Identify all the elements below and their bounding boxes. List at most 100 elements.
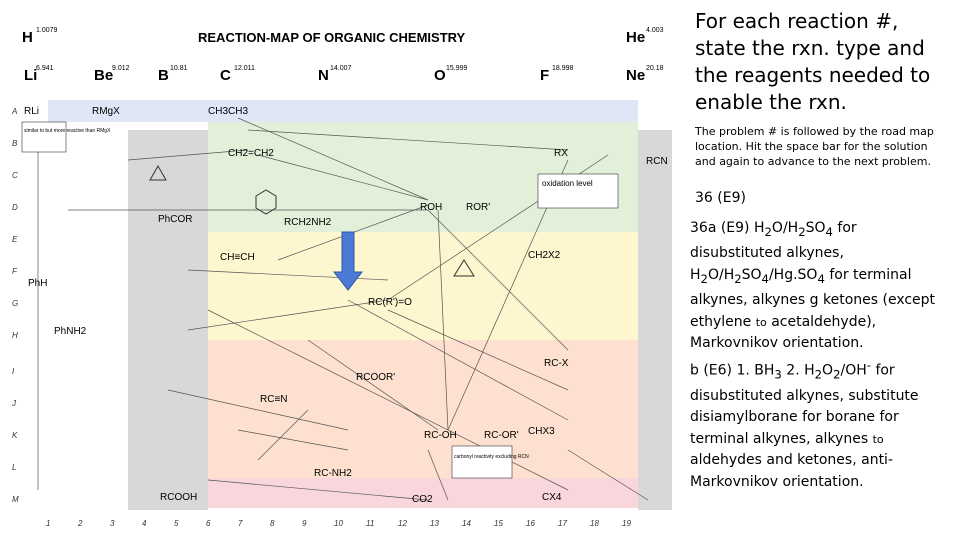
compound-rch2nh2: RCH2NH2: [284, 217, 332, 228]
compound-ror: ROR': [466, 202, 490, 213]
element-c: C: [220, 67, 231, 84]
instructions-text: The problem # is followed by the road ma…: [695, 124, 950, 169]
column-number: 3: [110, 519, 115, 528]
compound-ch2x2: CH2X2: [528, 250, 561, 261]
column-number: 6: [206, 519, 211, 528]
answer-a-prefix: 36a (E9) H: [690, 220, 765, 236]
carbonyl-box-text: carbonyl reactivity excluding RCN: [454, 454, 529, 460]
compound-rcho: RC(R')=O: [368, 297, 412, 308]
carbonyl-box: [452, 446, 512, 478]
band-yellow: [208, 232, 638, 340]
problem-number: 36 (E9): [695, 190, 746, 206]
element-c-mass: 12.011: [234, 65, 255, 72]
compound-phnh2: PhNH2: [54, 326, 87, 337]
column-number: 5: [174, 519, 179, 528]
oxidation-box-text: oxidation level: [542, 179, 593, 188]
compound-rcor: RC-OR': [484, 430, 519, 441]
column-number: 7: [238, 519, 243, 528]
compound-roh: ROH: [420, 202, 442, 213]
compound-phcor: PhCOR: [158, 214, 192, 225]
answer-a-to: to: [756, 316, 767, 329]
panel-gray-right: [638, 130, 672, 510]
row-letter-l: L: [12, 463, 16, 472]
compound-rx: RX: [554, 148, 568, 159]
element-b: B: [158, 67, 169, 84]
row-letter-a: A: [11, 107, 17, 116]
compound-rcooh: RCOOH: [160, 492, 197, 503]
compound-rcoh: RC-OH: [424, 430, 457, 441]
compound-ethene: CH2=CH2: [228, 148, 274, 159]
band-salmon: [208, 340, 638, 478]
element-he-mass: 4.003: [646, 27, 664, 34]
answer-a-line: O/H: [772, 220, 798, 236]
answer-b-two: 2. H: [786, 362, 814, 378]
element-h-mass: 1.0079: [36, 27, 58, 34]
element-b-mass: 10.81: [170, 65, 188, 72]
element-ne: Ne: [626, 67, 645, 84]
column-number: 18: [590, 519, 599, 528]
compound-rcoor: RCOOR': [356, 372, 395, 383]
element-o: O: [434, 67, 446, 84]
column-number: 16: [526, 519, 535, 528]
compound-rcn: RCN: [646, 156, 668, 167]
element-f: F: [540, 67, 549, 84]
answer-a-so4: SO: [806, 220, 826, 236]
compound-cx4: CX4: [542, 492, 562, 503]
element-li-mass: 6.941: [36, 65, 54, 72]
answer-b-prefix: b (E6) 1. BH: [690, 362, 774, 378]
answer-b: b (E6) 1. BH3 2. H2O2/OH- for disubstitu…: [690, 355, 952, 493]
column-number: 19: [622, 519, 631, 528]
row-letter-k: K: [12, 431, 18, 440]
element-be: Be: [94, 67, 113, 84]
band-blue: [48, 100, 638, 122]
element-he: He: [626, 29, 645, 46]
map-title: REACTION-MAP OF ORGANIC CHEMISTRY: [198, 30, 466, 45]
compound-rcx: RC-X: [544, 358, 569, 369]
similar-box-text: similar to but more reactive than RMgX: [24, 128, 111, 134]
similar-box: [22, 122, 66, 152]
element-n-mass: 14.007: [330, 65, 352, 72]
element-ne-mass: 20.18: [646, 65, 664, 72]
row-letter-d: D: [12, 203, 18, 212]
panel-gray-left: [128, 130, 208, 510]
row-letter-g: G: [12, 299, 18, 308]
answer-b-rest: aldehydes and ketones, anti-Markovnikov …: [690, 452, 893, 490]
element-f-mass: 18.998: [552, 65, 574, 72]
answer-a: 36a (E9) H2O/H2SO4 for disubstituted alk…: [690, 218, 952, 355]
column-number: 8: [270, 519, 275, 528]
column-number: 4: [142, 519, 147, 528]
element-o-mass: 15.999: [446, 65, 468, 72]
column-number: 14: [462, 519, 471, 528]
element-h: H: [22, 29, 33, 46]
answer-a-arrow: g: [810, 292, 819, 308]
row-letter-c: C: [12, 171, 18, 180]
answer-b-to: to: [873, 433, 884, 446]
column-number: 10: [334, 519, 343, 528]
compound-rcn-triple: RC≡N: [260, 394, 288, 405]
row-letter-e: E: [12, 235, 18, 244]
reaction-map: REACTION-MAP OF ORGANIC CHEMISTRY H He L…: [8, 10, 672, 530]
column-number: 17: [558, 519, 567, 528]
compound-rli: RLi: [24, 106, 39, 117]
column-number: 15: [494, 519, 503, 528]
element-be-mass: 9.012: [112, 65, 130, 72]
compound-chx3: CHX3: [528, 426, 555, 437]
compound-rcnh2: RC-NH2: [314, 468, 352, 479]
compound-co2: CO2: [412, 494, 433, 505]
column-number: 2: [77, 519, 83, 528]
answer-b-oh: /OH: [841, 362, 867, 378]
compound-phh: PhH: [28, 278, 47, 289]
element-n: N: [318, 67, 329, 84]
column-number: 9: [302, 519, 307, 528]
compound-rmgx: RMgX: [92, 106, 120, 117]
answer-text: 36a (E9) H2O/H2SO4 for disubstituted alk…: [690, 218, 952, 493]
column-number: 13: [430, 519, 439, 528]
row-letter-h: H: [12, 331, 18, 340]
row-letter-m: M: [12, 495, 19, 504]
column-number: 1: [46, 519, 50, 528]
compound-ethane: CH3CH3: [208, 106, 248, 117]
compound-ethyne: CH≡CH: [220, 252, 255, 263]
column-number: 12: [398, 519, 407, 528]
column-number: 11: [366, 519, 374, 528]
question-heading: For each reaction #, state the rxn. type…: [695, 8, 950, 116]
